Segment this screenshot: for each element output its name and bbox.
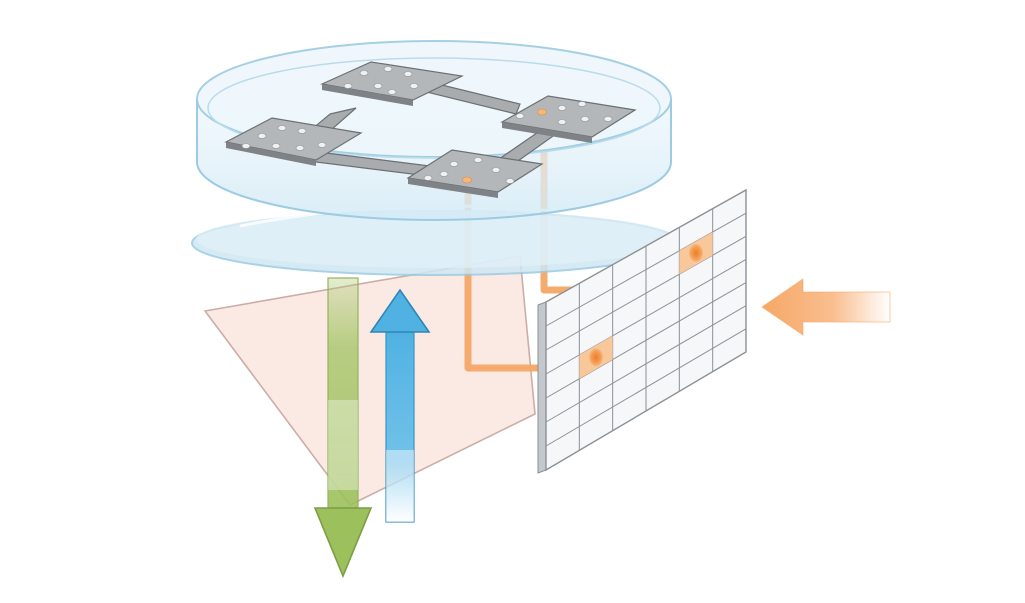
grid-row-line — [545, 305, 747, 423]
projected-spot — [589, 348, 603, 367]
excitation-arrow-up — [369, 288, 431, 523]
detector-grid — [537, 188, 747, 474]
micro-electrode-chip — [224, 61, 637, 198]
chip-pad-right — [500, 95, 637, 143]
emission-arrow-down — [313, 277, 373, 579]
grid-row-line — [545, 328, 747, 447]
coverslip — [191, 204, 681, 276]
illumination-arrow — [761, 278, 891, 336]
dichroic-mirror — [203, 255, 536, 507]
active-electrode-2 — [462, 176, 472, 184]
detector-grid-spots — [579, 231, 713, 379]
chip-pad-top — [319, 61, 464, 106]
active-electrodes — [462, 108, 547, 184]
projected-spot — [689, 244, 703, 262]
electrodes — [241, 66, 613, 184]
active-electrode-1 — [537, 108, 547, 116]
